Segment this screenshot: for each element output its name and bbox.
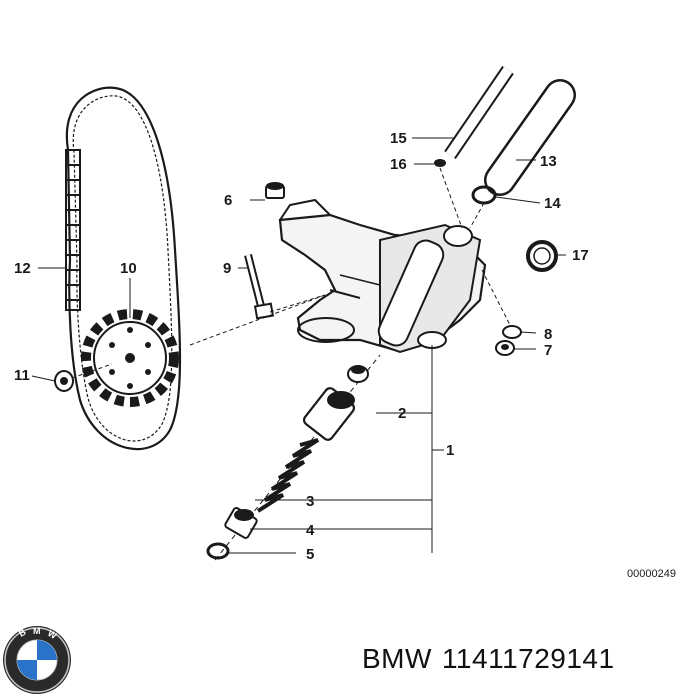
brand-name: BMW [362,643,432,674]
callout-13: 13 [540,153,557,170]
callout-16: 16 [390,156,407,173]
callout-14: 14 [544,195,561,212]
callout-9: 9 [223,260,231,277]
bolt-part [244,254,275,320]
piston-part [302,387,356,441]
leader-lines [31,137,566,554]
sprocket-gear [81,309,179,407]
hex-nut-part [495,340,515,356]
washer-part [502,325,522,339]
timing-chain [65,86,182,451]
callout-7: 7 [544,342,552,359]
o-ring-part [471,185,497,205]
callout-11: 11 [14,367,30,384]
callout-3: 3 [306,493,314,510]
clip-part [434,159,446,167]
svg-text:B: B [17,627,28,639]
bmw-roundel-logo: B M W [3,626,71,694]
seal-ring-part [526,240,558,272]
part-number-label: BMW 11411729141 [362,643,625,675]
callout-10: 10 [120,260,137,277]
svg-text:M: M [33,626,41,636]
nut-part [54,370,74,392]
guide-tube [484,79,576,196]
sleeve-part [224,507,258,539]
ring-washer-part [206,542,230,560]
callout-2: 2 [398,405,406,422]
oil-pump-housing [278,198,487,354]
callout-5: 5 [306,546,314,563]
callout-1: 1 [446,442,454,459]
dipstick-rod [444,66,514,159]
callout-4: 4 [306,522,315,539]
callout-15: 15 [390,130,407,147]
diagram-reference-code: 00000249 [627,568,676,580]
callout-6: 6 [224,192,232,209]
callout-8: 8 [544,326,552,343]
callout-12: 12 [14,260,31,277]
cap-insert-part [347,365,369,383]
part-number: 11411729141 [441,643,615,674]
chain-link-strip [65,149,81,311]
cap-part [265,182,285,199]
callout-17: 17 [572,247,589,264]
